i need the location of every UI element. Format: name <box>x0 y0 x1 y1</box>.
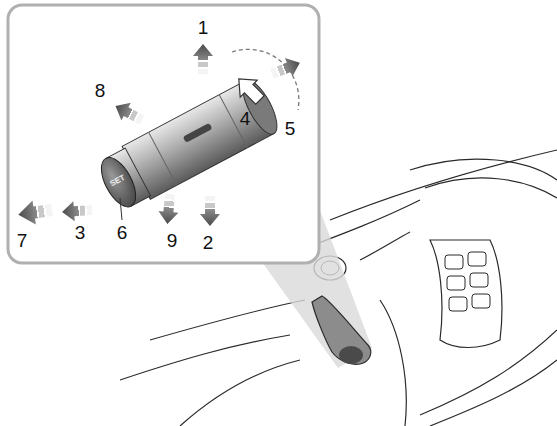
callout-number: 3 <box>75 223 86 242</box>
callout-number: 2 <box>203 233 214 252</box>
callout-number: 8 <box>95 81 106 100</box>
callout-number: 9 <box>167 231 178 250</box>
callout-number: 1 <box>198 18 209 37</box>
callout-number: 4 <box>240 109 251 128</box>
callout-number: 6 <box>117 223 128 242</box>
callout-number: 7 <box>17 231 28 250</box>
callout-number: 5 <box>285 119 296 138</box>
